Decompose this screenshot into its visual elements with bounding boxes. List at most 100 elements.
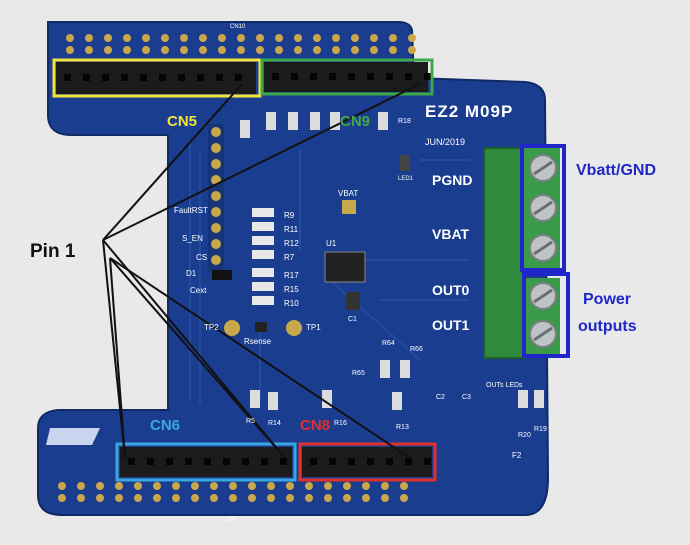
pin-pad (96, 482, 104, 490)
vbat-testpoint (342, 200, 356, 214)
cn5-box (52, 58, 262, 98)
pin-pad (362, 494, 370, 502)
pin-pad (400, 494, 408, 502)
header-pin (211, 239, 221, 249)
pin-pad (96, 494, 104, 502)
silk-outs-leds: OUTs LEDs (486, 382, 523, 389)
pin-pad (123, 34, 131, 42)
pin-pad (134, 494, 142, 502)
resistor-array (240, 112, 544, 410)
header-hole (223, 458, 230, 465)
pin-pad (313, 46, 321, 54)
pin-pad (351, 34, 359, 42)
resistor (378, 112, 388, 130)
header-pin (211, 191, 221, 201)
u1-chip (324, 251, 366, 283)
silk-r18: R18 (398, 118, 411, 125)
header-holes (64, 73, 431, 465)
silk-r10: R10 (284, 299, 299, 308)
silk-s-en: S_EN (182, 234, 203, 243)
pin-pad (370, 46, 378, 54)
silk-r14: R14 (268, 420, 281, 427)
pin-pad (218, 34, 226, 42)
header-pin (211, 255, 221, 265)
pin-pad (408, 34, 416, 42)
silk-rsense: Rsense (244, 337, 272, 346)
pin1-label: Pin 1 (30, 241, 76, 262)
resistor (252, 282, 274, 291)
pin-pad (286, 494, 294, 502)
screw-slot (533, 200, 553, 216)
resistor (322, 390, 332, 408)
led1 (400, 155, 410, 171)
silk-c1: C1 (348, 316, 357, 323)
pin-pad (294, 34, 302, 42)
pin-pad (66, 46, 74, 54)
screw-slot (533, 326, 553, 342)
pin-pad (286, 482, 294, 490)
resistor (380, 360, 390, 378)
header-pin (211, 223, 221, 233)
pin-pad (123, 46, 131, 54)
silk-cs: CS (196, 253, 208, 262)
pin-pad (275, 46, 283, 54)
terminal-label-out0: OUT0 (432, 282, 470, 298)
rsense-resistor (255, 322, 267, 332)
pin-pad (248, 494, 256, 502)
header-hole (242, 458, 249, 465)
header-hole (216, 74, 223, 81)
silk-faultrst: FaultRST (174, 206, 208, 215)
silk-c3: C3 (462, 394, 471, 401)
pin-pad (237, 46, 245, 54)
resistor (518, 390, 528, 408)
pin-pad (153, 494, 161, 502)
header-hole (367, 73, 374, 80)
silk-r9: R9 (284, 211, 295, 220)
silk-cn10: CN10 (230, 24, 246, 30)
silk-r12: R12 (284, 239, 299, 248)
header-hole (197, 74, 204, 81)
pin-pad (267, 482, 275, 490)
header-hole (367, 458, 374, 465)
vbatt-box (520, 144, 566, 272)
silk-r17: R17 (284, 271, 299, 280)
pin-pad (172, 482, 180, 490)
silk-r13: R13 (396, 424, 409, 431)
header-pin (211, 159, 221, 169)
pin-pad (408, 46, 416, 54)
pin-pad (180, 46, 188, 54)
silk-r66: R66 (410, 346, 423, 353)
cn8-box (298, 442, 437, 482)
pin-pad (237, 34, 245, 42)
pin-pad (142, 46, 150, 54)
silk-r11: R11 (284, 225, 299, 234)
header-hole (405, 458, 412, 465)
header-hole (178, 74, 185, 81)
resistor (288, 112, 298, 130)
resistor (400, 360, 410, 378)
pin-pad (191, 494, 199, 502)
pin-pad (134, 482, 142, 490)
header-hole (140, 74, 147, 81)
pin-pad (305, 494, 313, 502)
header-pin (211, 127, 221, 137)
resistor (250, 390, 260, 408)
header-hole (235, 74, 242, 81)
resistor (534, 390, 544, 408)
pin1-lines (102, 83, 421, 459)
terminal-label-out1: OUT1 (432, 317, 470, 333)
pin-pad (305, 482, 313, 490)
tp2-pad (224, 320, 240, 336)
pin-pad (248, 482, 256, 490)
header-hole (272, 73, 279, 80)
header-hole (64, 74, 71, 81)
header-hole (424, 458, 431, 465)
pin-pad (115, 482, 123, 490)
pin-pad (332, 46, 340, 54)
pin-pad (199, 34, 207, 42)
component-c1 (346, 292, 360, 310)
cn9-label: CN9 (340, 113, 371, 130)
header-hole (386, 73, 393, 80)
pin-pad (343, 494, 351, 502)
